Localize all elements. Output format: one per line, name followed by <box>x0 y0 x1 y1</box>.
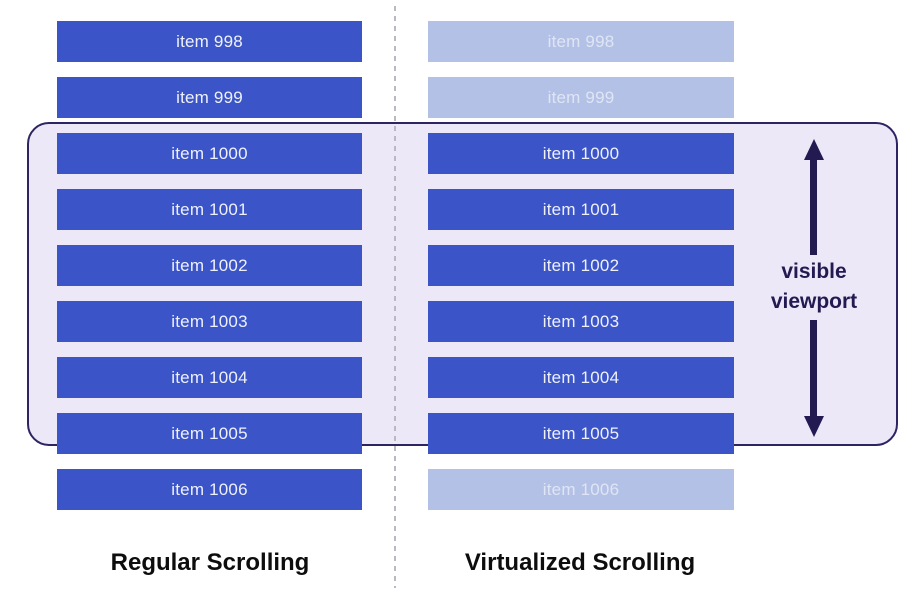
arrow-line-top <box>810 156 817 255</box>
list-item: item 1004 <box>57 357 362 398</box>
viewport-label: visible viewport <box>770 260 858 313</box>
list-item-unrendered: item 998 <box>428 21 734 62</box>
right-panel-title: Virtualized Scrolling <box>464 549 696 576</box>
list-item: item 1000 <box>57 133 362 174</box>
list-item: item 998 <box>57 21 362 62</box>
list-item: item 1006 <box>57 469 362 510</box>
arrow-line-bottom <box>810 320 817 418</box>
list-item: item 999 <box>57 77 362 118</box>
list-item: item 1005 <box>428 413 734 454</box>
virtualized-scrolling-list: item 998 item 999 item 1000 item 1001 it… <box>428 21 734 525</box>
panel-divider <box>394 6 396 588</box>
list-item: item 1001 <box>57 189 362 230</box>
list-item: item 1002 <box>428 245 734 286</box>
list-item-unrendered: item 1006 <box>428 469 734 510</box>
regular-scrolling-list: item 998 item 999 item 1000 item 1001 it… <box>57 21 362 525</box>
left-panel-title: Regular Scrolling <box>110 549 310 576</box>
arrow-up-icon <box>804 139 824 160</box>
list-item: item 1003 <box>428 301 734 342</box>
list-item-unrendered: item 999 <box>428 77 734 118</box>
list-item: item 1004 <box>428 357 734 398</box>
arrow-down-icon <box>804 416 824 437</box>
list-item: item 1002 <box>57 245 362 286</box>
list-item: item 1003 <box>57 301 362 342</box>
list-item: item 1000 <box>428 133 734 174</box>
list-item: item 1001 <box>428 189 734 230</box>
list-item: item 1005 <box>57 413 362 454</box>
